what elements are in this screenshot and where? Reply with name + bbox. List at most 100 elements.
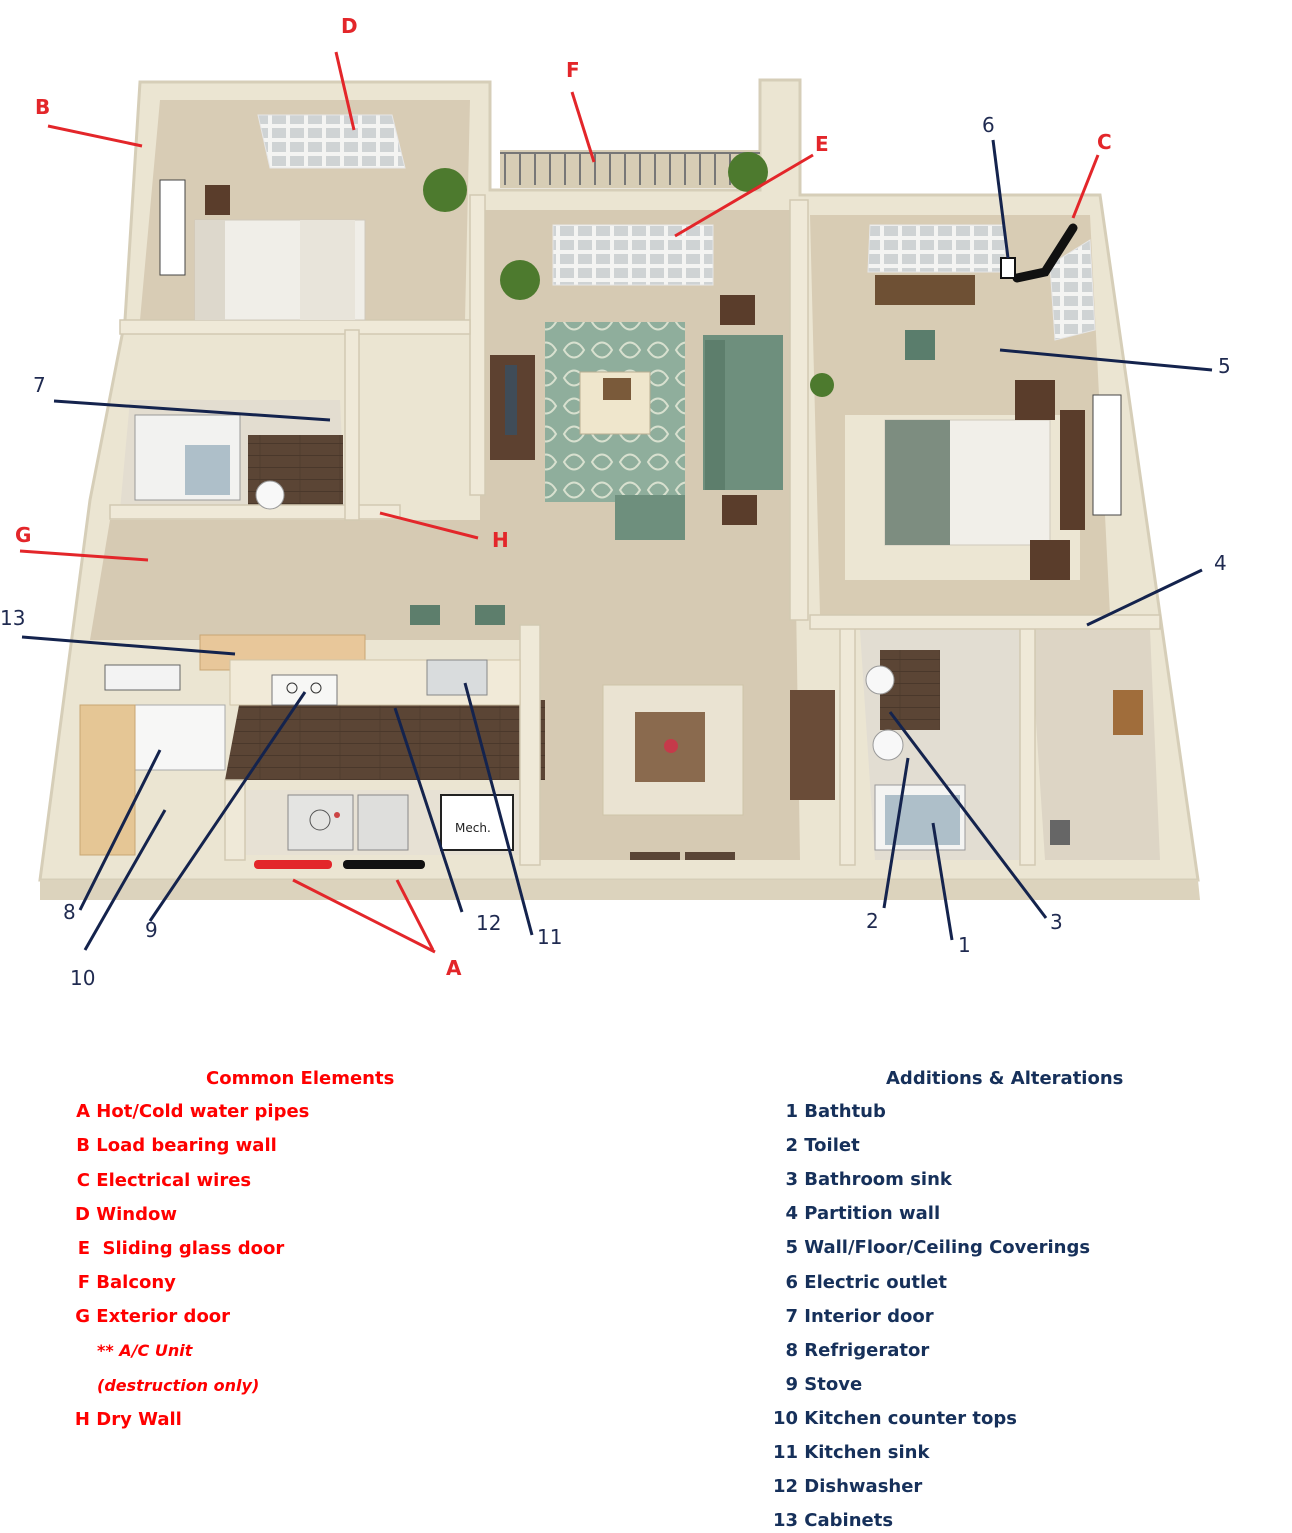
callout-9: 9 — [145, 918, 158, 942]
doormats — [630, 852, 735, 860]
callout-a: A — [446, 956, 462, 980]
interior-walls — [109, 194, 1161, 866]
bed-right — [845, 275, 1122, 580]
legend-common-item: H Dry Wall — [66, 1409, 182, 1430]
legend-text: Sliding glass door — [96, 1238, 285, 1259]
legend-key: 11 — [772, 1442, 798, 1463]
legend-additions-item: 6 Electric outlet — [772, 1272, 947, 1293]
legend-text: Hot/Cold water pipes — [96, 1101, 310, 1122]
legend-text: Window — [96, 1204, 177, 1225]
windows — [257, 114, 1096, 341]
legend-text: Refrigerator — [804, 1339, 930, 1361]
callout-f: F — [566, 58, 580, 82]
legend-common-title: Common Elements — [206, 1068, 395, 1089]
callout-lines-navy — [21, 139, 1213, 951]
hot-pipe-marker — [254, 860, 332, 869]
legend-additions-title: Additions & Alterations — [886, 1068, 1124, 1089]
callout-13: 13 — [0, 606, 26, 630]
legend-key: 2 — [785, 1135, 798, 1157]
legend-common-item: C Electrical wires — [66, 1170, 251, 1191]
legend-key: D — [75, 1204, 90, 1225]
legend-additions-item: 1 Bathtub — [772, 1101, 886, 1122]
legend-additions-item: 10 Kitchen counter tops — [772, 1408, 1017, 1429]
legend-text: (destruction only) — [97, 1376, 260, 1395]
legend-key: F — [77, 1272, 90, 1293]
callout-6: 6 — [982, 113, 995, 137]
legend-additions-item: 13 Cabinets — [772, 1510, 893, 1531]
legend-key: 7 — [785, 1305, 798, 1327]
callout-lines-red — [19, 51, 1100, 954]
legend-text: Interior door — [804, 1305, 934, 1327]
legend-key: G — [75, 1306, 90, 1327]
legend-key: 6 — [785, 1271, 798, 1293]
outlet-marker — [1000, 257, 1016, 279]
living-furniture — [490, 295, 783, 540]
legend-key: 8 — [785, 1339, 798, 1361]
legend-additions-item: 11 Kitchen sink — [772, 1442, 930, 1463]
legend-text: Bathtub — [804, 1101, 886, 1122]
legend-text: Load bearing wall — [96, 1135, 277, 1156]
callout-7: 7 — [33, 373, 46, 397]
balcony-railing — [500, 150, 760, 188]
bathroom-fixtures — [134, 414, 1143, 851]
callout-1: 1 — [958, 933, 971, 957]
legend-key: H — [74, 1409, 90, 1430]
callout-5: 5 — [1218, 354, 1231, 378]
callout-11: 11 — [537, 925, 563, 949]
legend-text: Kitchen sink — [804, 1442, 930, 1463]
kitchen — [79, 605, 521, 856]
electrical-wire-marker — [1012, 223, 1078, 283]
legend-common-item: A Hot/Cold water pipes — [66, 1101, 309, 1122]
legend-key: 10 — [772, 1407, 798, 1429]
bed-left — [159, 179, 366, 321]
legend-text: Bathroom sink — [804, 1169, 952, 1191]
legend-text: Exterior door — [96, 1306, 231, 1327]
plants — [423, 152, 834, 397]
legend-key: 13 — [772, 1510, 798, 1532]
legend-text: Stove — [804, 1373, 863, 1395]
legend-text: ** A/C Unit — [97, 1341, 193, 1360]
callout-4: 4 — [1214, 551, 1227, 575]
legend-text: Electrical wires — [96, 1170, 252, 1191]
legend-key: C — [76, 1170, 90, 1191]
callout-3: 3 — [1050, 910, 1063, 934]
callout-c: C — [1097, 130, 1112, 154]
callout-d: D — [341, 14, 358, 38]
legend-common-item: (destruction only) — [97, 1376, 259, 1395]
mech-label: Mech. — [455, 821, 491, 835]
floor-plan-illustration: Mech. — [19, 51, 1213, 954]
legend-additions-item: 2 Toilet — [772, 1135, 860, 1157]
utility-closet: Mech. — [287, 794, 514, 851]
legend-additions-item: 8 Refrigerator — [772, 1340, 929, 1361]
legend-additions-item: 4 Partition wall — [772, 1203, 940, 1224]
callout-2: 2 — [866, 909, 879, 933]
legend-additions-item: 12 Dishwasher — [772, 1476, 922, 1497]
legend-key: A — [76, 1101, 90, 1122]
legend-key: 12 — [772, 1476, 798, 1498]
legend-additions-item: 3 Bathroom sink — [772, 1169, 952, 1191]
callout-h: H — [492, 528, 509, 552]
legend-key: 1 — [785, 1101, 798, 1122]
legend-text: Dry Wall — [96, 1409, 182, 1430]
legend-text: Cabinets — [804, 1510, 894, 1532]
callout-e: E — [815, 132, 829, 156]
dining-set — [602, 684, 835, 816]
legend-text: Electric outlet — [804, 1271, 947, 1293]
legend-text: Wall/Floor/Ceiling Coverings — [804, 1237, 1091, 1259]
legend-additions-item: 5 Wall/Floor/Ceiling Coverings — [772, 1237, 1090, 1258]
legend-key: 4 — [785, 1203, 798, 1225]
legend-common-item: E Sliding glass door — [66, 1238, 285, 1259]
legend-common-item: D Window — [66, 1204, 177, 1225]
legend-text: Kitchen counter tops — [804, 1407, 1017, 1429]
legend-text: Balcony — [96, 1272, 176, 1293]
legend-key: 5 — [785, 1237, 798, 1259]
legend-key: E — [77, 1238, 90, 1259]
legend-text: Dishwasher — [804, 1476, 923, 1498]
legend-text: Toilet — [804, 1135, 860, 1157]
cold-pipe-marker — [343, 860, 425, 869]
callout-8: 8 — [63, 900, 76, 924]
callout-10: 10 — [70, 966, 96, 990]
legend-additions-item: 9 Stove — [772, 1374, 862, 1395]
legend-key: 3 — [785, 1169, 798, 1191]
